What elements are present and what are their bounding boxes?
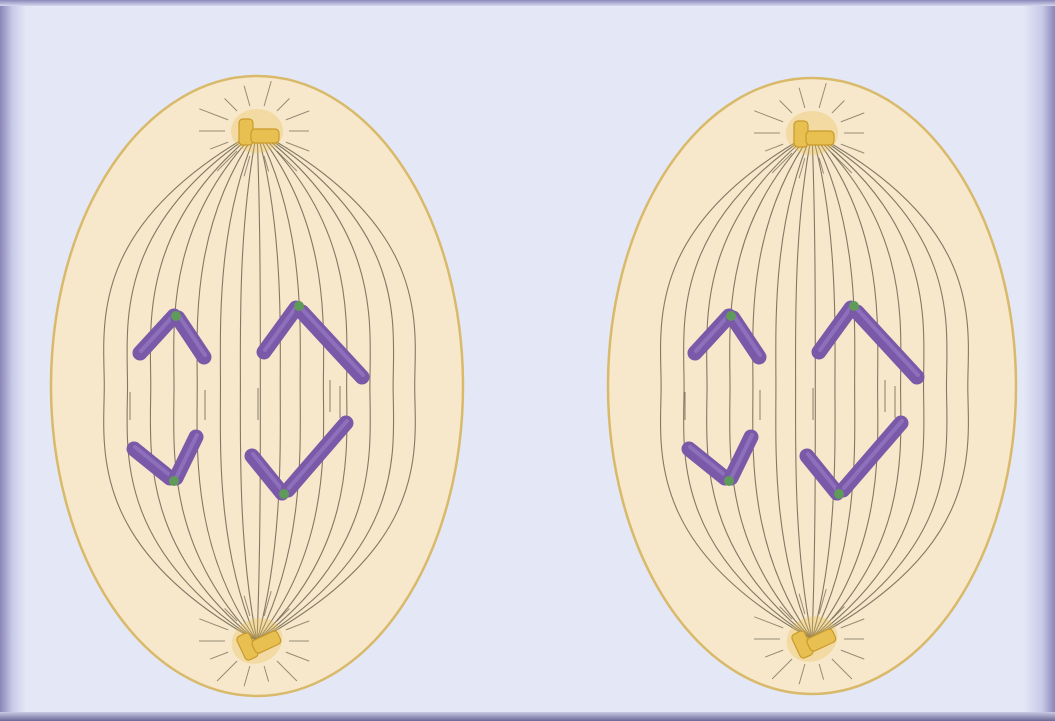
cell-membrane [51, 76, 463, 696]
centromere [294, 301, 304, 311]
top-centrosome-icon [786, 111, 838, 155]
centromere [169, 476, 179, 486]
cell-membrane [608, 78, 1016, 694]
centromere [726, 311, 736, 321]
centromere [279, 489, 289, 499]
cell-2 [608, 78, 1016, 694]
centromere [834, 489, 844, 499]
centriole [251, 129, 279, 143]
centromere [849, 301, 859, 311]
cell-1 [51, 76, 463, 696]
centromere [724, 476, 734, 486]
centriole [806, 131, 834, 145]
centromere [171, 311, 181, 321]
top-centrosome-icon [231, 109, 283, 153]
